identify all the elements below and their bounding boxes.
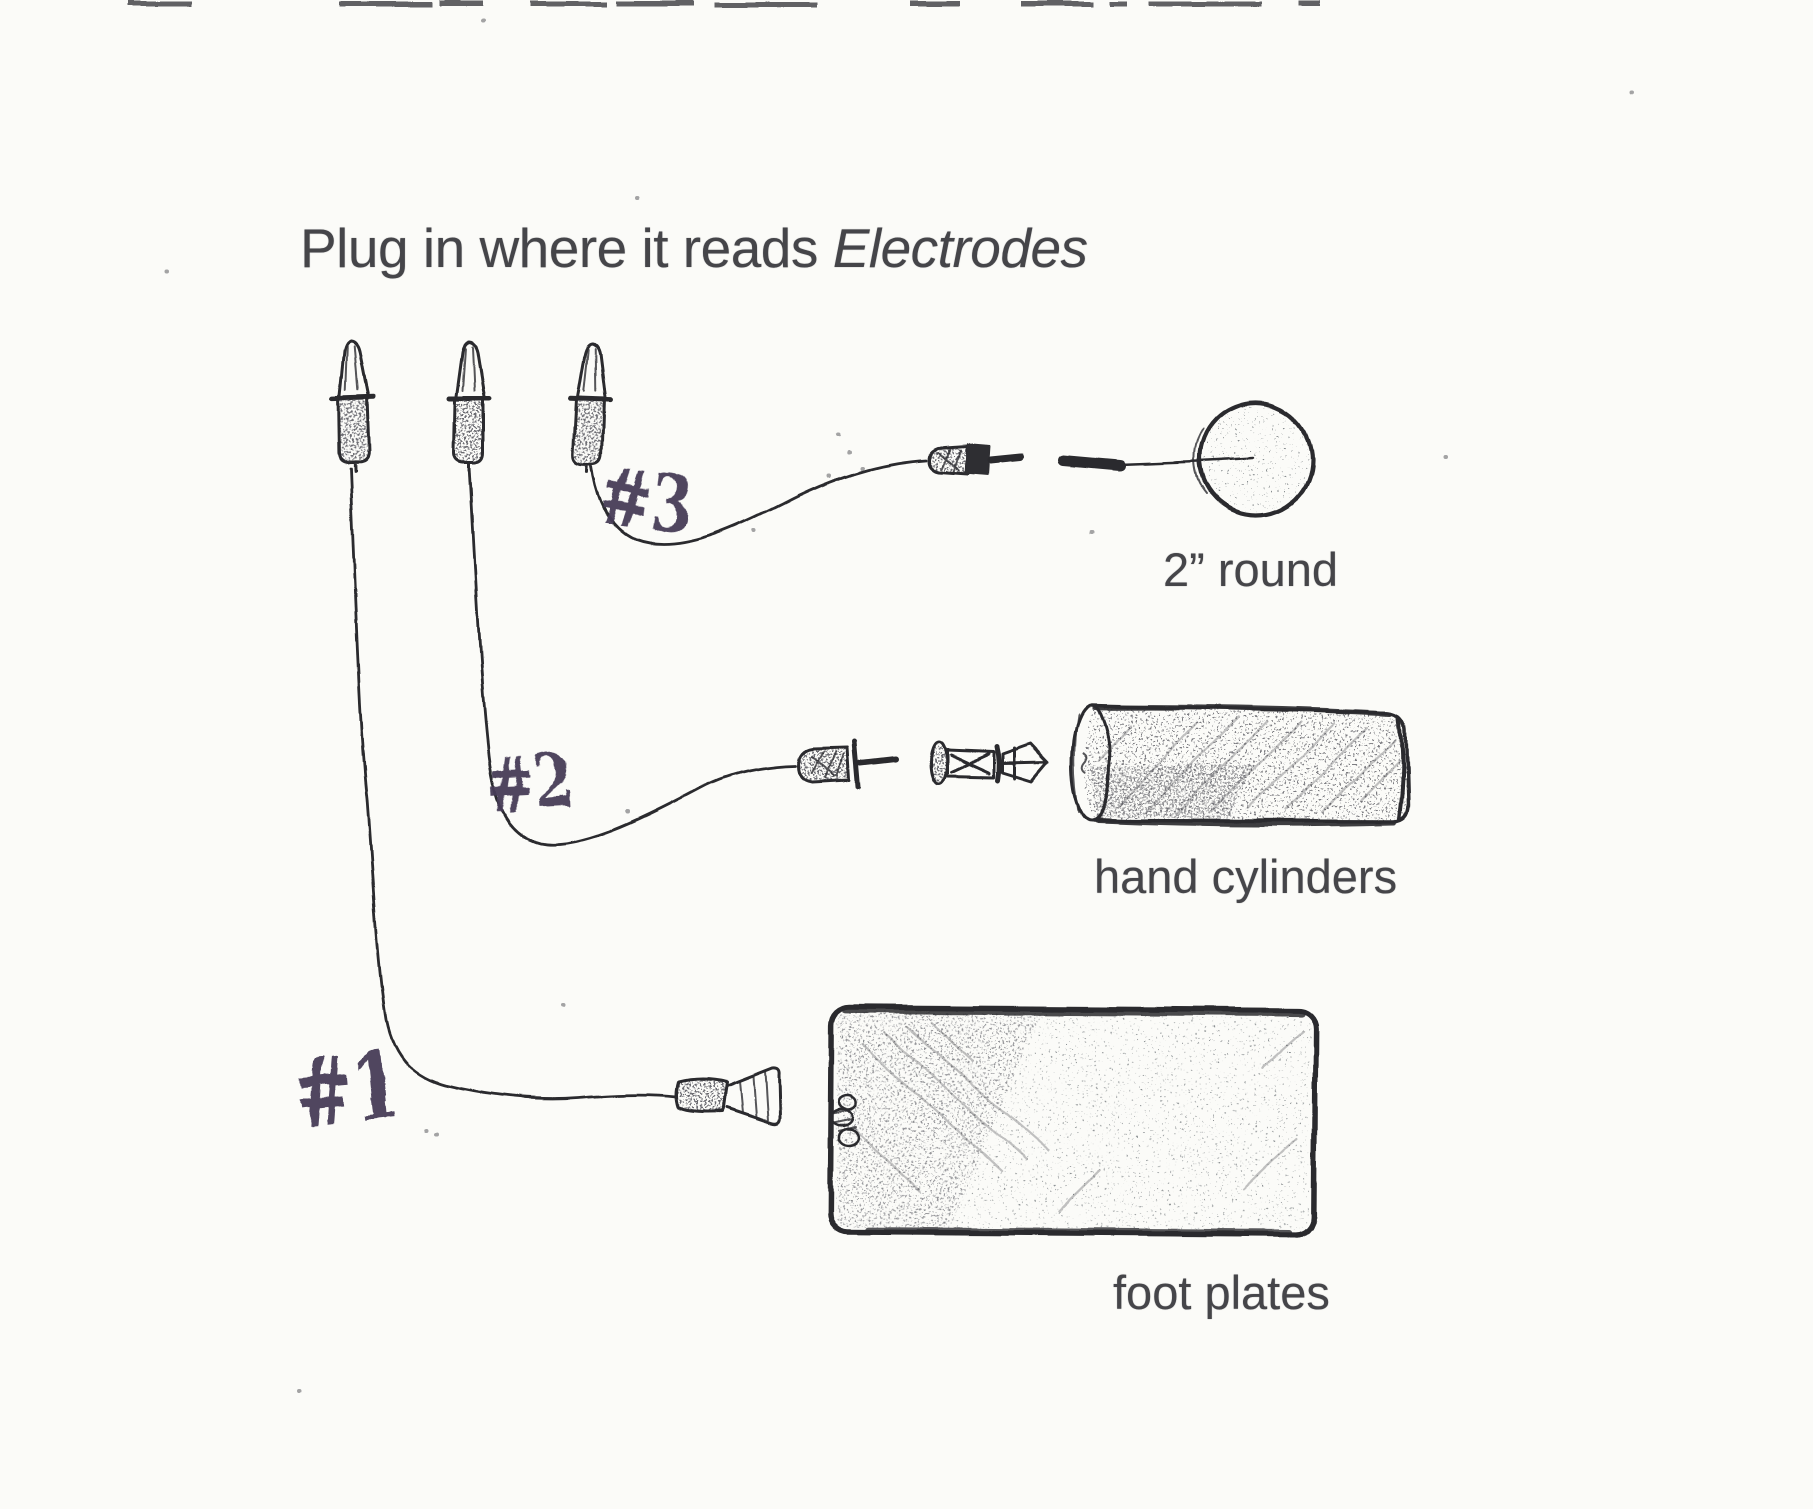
cylinder-shading-patch	[1092, 765, 1255, 818]
screw-terminal-icon	[829, 1094, 861, 1146]
connector-body-fill	[798, 747, 850, 782]
cylinder-end-cap-overdraw	[1073, 714, 1089, 813]
pin-plug-icon-3	[567, 343, 611, 472]
diagram-title: Plug in where it reads Electrodes	[300, 218, 1088, 279]
wire-3-label: #3	[595, 449, 698, 555]
connector-body-scribble	[811, 750, 845, 779]
connector-body-outline	[796, 745, 852, 784]
round-electrode-icon	[1193, 400, 1315, 518]
connector-collar	[964, 443, 990, 475]
dust-specks	[165, 18, 1635, 1394]
wire-2-group	[468, 464, 1050, 846]
foot-plate-top-edge	[842, 1006, 1305, 1018]
wire-1-path	[348, 466, 678, 1101]
connector-pin	[858, 756, 899, 766]
adapter-tail-fletching	[1001, 742, 1050, 783]
connector-collar	[852, 738, 862, 790]
pin-plug-icon-1	[330, 341, 374, 470]
wire-2-label: #2	[486, 739, 574, 830]
foot-plate-hatching	[854, 1021, 1304, 1212]
round-electrode-overdraw	[1193, 428, 1208, 495]
hand-cylinder-electrode-icon	[1070, 704, 1410, 827]
electrode-label-foot-plates: foot plates	[1113, 1266, 1330, 1319]
foot-plate-bottom-edge	[866, 1226, 1293, 1236]
electrode-label-hand-cylinders: hand cylinders	[1094, 850, 1398, 903]
title-text: Plug in where it reads	[300, 217, 818, 279]
handwritten-labels: #1 #2 #3	[291, 449, 698, 1149]
wire-2-plug-connector-icon	[796, 738, 899, 790]
adapter-flange-fill	[930, 742, 946, 784]
wire-1-label: #1	[291, 1031, 403, 1149]
connector-pin	[986, 453, 1024, 464]
round-electrode-outline	[1197, 400, 1315, 518]
pencil-sketch-layer: #1 #2 #3	[128, 0, 1635, 1394]
connector-body-scribble	[937, 448, 961, 472]
pin-plug-icon-2	[450, 342, 490, 470]
electrode-label-round: 2” round	[1163, 543, 1339, 596]
foot-plate-electrode-icon	[827, 1004, 1319, 1238]
title-emphasis: Electrodes	[832, 217, 1088, 279]
wire-3-path	[590, 458, 928, 546]
screw-body	[829, 1108, 855, 1127]
socket-adapter-icon	[928, 740, 1050, 786]
connector-tail-fletching	[724, 1066, 782, 1126]
round-electrode-fill	[1203, 406, 1309, 512]
connector-body-outline	[927, 444, 970, 475]
adapter-collar	[994, 744, 1002, 783]
cylinder-hatching	[1098, 716, 1402, 816]
wire-1-group	[348, 466, 782, 1126]
cylinder-top-edge	[1091, 705, 1397, 827]
pin-plug-icons	[330, 341, 612, 472]
cylinder-end-cap	[1070, 704, 1112, 822]
connector-body-outline	[674, 1077, 728, 1114]
connector-body-fill	[676, 1079, 726, 1113]
wire-2-path	[468, 464, 797, 846]
cylinder-right-cap	[1397, 716, 1405, 820]
screw-threads	[832, 1108, 857, 1132]
connector-tail-stripes	[738, 1070, 769, 1122]
adapter-body	[944, 748, 996, 779]
foot-plate-shading-patch	[837, 1012, 1041, 1228]
lead-stub-thick	[1058, 455, 1127, 472]
wire-1-connector-icon	[674, 1066, 782, 1126]
wire-3-plug-connector-icon	[927, 443, 1024, 475]
scan-edge-artifact	[128, 0, 1320, 8]
